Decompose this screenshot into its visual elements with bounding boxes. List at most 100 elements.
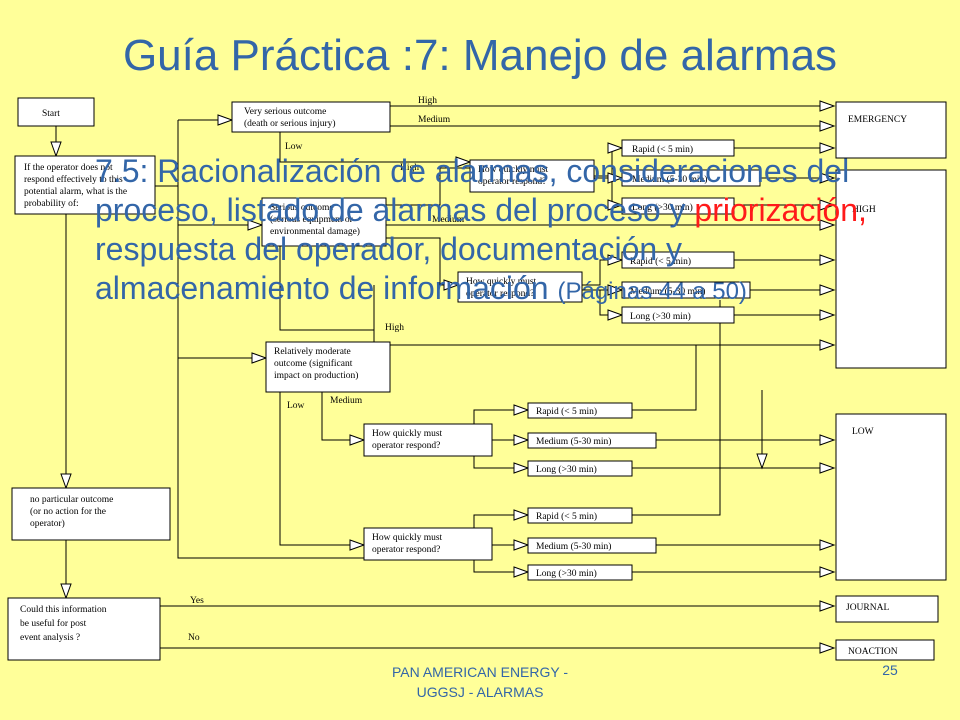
l-medium-box (527, 537, 657, 554)
slide-title: Guía Práctica :7: Manejo de alarmas (122, 31, 838, 80)
no-outcome-box-line-1: no particular outcome (30, 495, 113, 505)
no-outcome-box-line-3: operator) (30, 518, 65, 529)
s-rapid-label: Rapid (< 5 min) (630, 256, 691, 267)
no-outcome-box (11, 487, 171, 541)
m-low-label: Low (287, 401, 305, 411)
journal-label: JOURNAL (846, 603, 889, 613)
l-rapid-box (527, 507, 633, 524)
m-rapid-label: Rapid (< 5 min) (536, 406, 597, 417)
vs-medium-arrow2 (607, 172, 624, 184)
s-medium-label: Medium (5-30 min) (630, 286, 705, 297)
start-label: Start (42, 109, 60, 119)
vs-speed-box-line-2: operator respond? (478, 177, 546, 187)
no-arrow (819, 642, 836, 654)
s-long-arrow (607, 309, 624, 321)
start-box (17, 97, 95, 127)
vs-long-label: Long (>30 min) (632, 202, 693, 213)
vs-medium-box (621, 169, 761, 187)
l-long-arrow (513, 566, 530, 578)
m-medium-arrow (349, 434, 366, 446)
vs-long-arrow (607, 199, 624, 211)
m-low-arrow (349, 539, 366, 551)
serious-box-line-1: Serious outcome (270, 203, 334, 213)
noaction-box (835, 639, 935, 661)
l-medium-arrow2 (513, 539, 530, 551)
m-medium-out-arrow (819, 434, 836, 446)
vs-speed-box-line-1: How quickly must (478, 165, 549, 175)
s-high-label: High (400, 163, 419, 173)
s-medium-label: Medium (432, 215, 465, 225)
footer-line-1: PAN AMERICAN ENERGY - (391, 664, 569, 680)
vs-speed-box (469, 159, 595, 193)
very-serious-box-line-1: Very serious outcome (244, 107, 326, 117)
m-rapid-box (527, 402, 633, 419)
serious-box (261, 197, 387, 247)
high-label: HIGH (852, 205, 876, 215)
low-drop-arrow (756, 453, 768, 470)
l-speed-box-line-2: operator respond? (372, 545, 440, 555)
no-label: No (188, 633, 200, 643)
moderate-box-line-2: outcome (significant (274, 358, 353, 369)
body-rest-text: respuesta del operador, documentación y … (95, 231, 683, 306)
vs-rapid-box (621, 139, 735, 157)
moderate-box-line-3: impact on production) (274, 370, 358, 381)
serious-arrow (247, 219, 264, 231)
l-long-label: Long (>30 min) (536, 568, 597, 579)
journal-box (835, 595, 939, 623)
body-main-text: 7.5: Racionalización de alarmas, conside… (95, 153, 850, 228)
post-event-box-line-1: Could this information (20, 604, 107, 615)
vs-rapid-arrow (607, 142, 624, 154)
s-rapid-out-arrow (819, 254, 836, 266)
question-box-line-3: potential alarm, what is the (24, 187, 127, 197)
noaction-label: NOACTION (848, 647, 898, 657)
s-long-label: Long (>30 min) (630, 311, 691, 322)
vs-long-out-arrow (819, 199, 836, 211)
s-quick-arrow (443, 279, 460, 291)
very-serious-arrow (217, 114, 234, 126)
m-long-line (473, 456, 528, 469)
vs-medium-label: Medium (418, 115, 451, 125)
body-highlight-text: priorización, (694, 192, 867, 228)
m-long-label: Long (>30 min) (536, 464, 597, 475)
moderate-box-line-1: Relatively moderate (274, 347, 351, 357)
post-event-box (7, 597, 161, 661)
post-event-arrow (60, 583, 72, 600)
vs-medium-out-arrow (819, 172, 836, 184)
l-medium-label: Medium (5-30 min) (536, 541, 611, 552)
yes-label: Yes (190, 596, 204, 606)
m-rapid-arrow (513, 404, 530, 416)
s-low-line (279, 246, 374, 331)
s-speed-box (457, 271, 583, 303)
question-box-line-1: If the operator does not (24, 162, 113, 173)
emergency-label: EMERGENCY (848, 115, 907, 125)
m-long-box (527, 460, 633, 477)
post-event-box-line-3: event analysis ? (20, 633, 80, 643)
l-speed-box (363, 527, 493, 561)
yes-arrow (819, 600, 836, 612)
no-outcome-box-line-2: (or no action for the (30, 506, 106, 517)
footer-line-2: UGGSJ - ALARMAS (416, 684, 544, 700)
vs-low-arrow (455, 156, 472, 168)
s-long-out-arrow (819, 309, 836, 321)
m-speed-box-line-2: operator respond? (372, 441, 440, 451)
vs-high-arrow (819, 100, 836, 112)
s-low-out-arrow (819, 339, 836, 351)
s-speed-box-line-1: How quickly must (466, 277, 537, 287)
m-high-label: High (385, 323, 404, 333)
vs-low-label: Low (285, 142, 303, 152)
l-rapid-line (473, 514, 528, 528)
slide-body-text: 7.5: Racionalización de alarmas, conside… (95, 152, 895, 311)
vs-medium-label: Medium (5-30 min) (632, 174, 707, 185)
s-speed-box-line-2: operator respond? (466, 289, 534, 299)
no-outcome-arrow (60, 473, 72, 490)
emergency-box (835, 101, 947, 159)
start-arrow (50, 141, 62, 158)
m-medium-label: Medium (5-30 min) (536, 436, 611, 447)
l-long-box (527, 564, 633, 581)
moderate-arrow (251, 352, 268, 364)
high-box (835, 169, 947, 369)
low-box (835, 413, 947, 581)
post-event-box-line-2: be useful for post (20, 618, 87, 629)
question-box-line-2: respond effectively to this (24, 174, 123, 185)
m-speed-box (363, 423, 493, 457)
